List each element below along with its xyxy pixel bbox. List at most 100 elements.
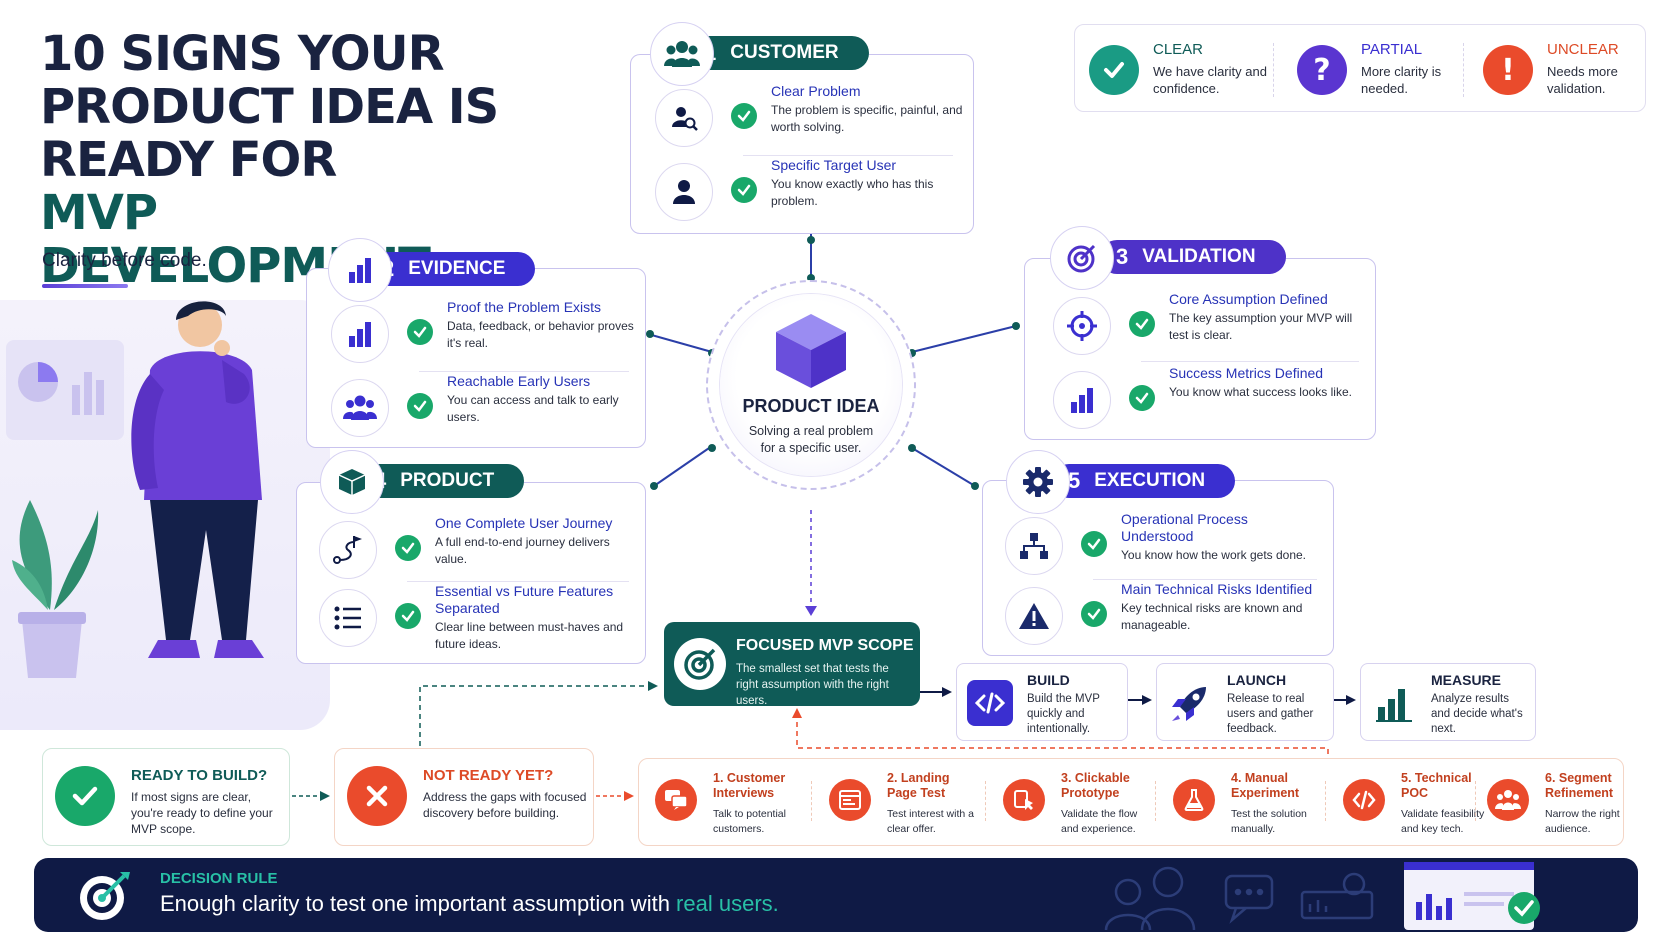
discovery-desc: Validate feasibility and key tech. [1401, 808, 1485, 835]
step-desc: Release to real users and gather feedbac… [1227, 693, 1314, 735]
decision-rule-text: Enough clarity to test one important ass… [160, 891, 779, 916]
item-desc: Clear line between must-haves and future… [435, 620, 624, 651]
bar-chart-icon [331, 305, 389, 363]
check-icon [731, 177, 757, 203]
decision-rule-banner: DECISION RULE Enough clarity to test one… [34, 858, 1638, 932]
audience-icon [1487, 779, 1529, 821]
item-title: Proof the Problem Exists [447, 299, 602, 315]
customers-icon [650, 22, 714, 86]
step-build: BUILD Build the MVP quickly and intentio… [956, 663, 1128, 741]
target-icon [76, 868, 132, 924]
item-title: Main Technical Risks Identified [1121, 581, 1313, 597]
chat-icon [655, 779, 697, 821]
hub-subtitle: Solving a real problem for a specific us… [748, 424, 874, 455]
item-desc: The problem is specific, painful, and wo… [771, 103, 963, 134]
item-desc: You know exactly who has this problem. [771, 177, 934, 208]
discovery-desc: Narrow the right audience. [1545, 808, 1620, 835]
check-icon [407, 393, 433, 419]
item-title: Clear Problem [771, 83, 861, 99]
legend-partial-desc: More clarity is needed. [1361, 64, 1442, 96]
code-icon [967, 680, 1013, 726]
bar-chart-icon [1053, 371, 1111, 429]
discovery-desc: Test interest with a clear offer. [887, 808, 974, 835]
item-title: Reachable Early Users [447, 373, 591, 389]
prototype-icon [1003, 779, 1045, 821]
check-icon [1129, 385, 1155, 411]
decorative-icons [1104, 862, 1540, 930]
discovery-desc: Talk to potential customers. [713, 808, 786, 835]
discovery-item: 1. Customer Interviews Talk to potential… [647, 769, 807, 839]
product-idea-hub: PRODUCT IDEA Solving a real problem for … [706, 280, 916, 490]
legend-partial-label: PARTIAL [1361, 41, 1423, 58]
step-launch: LAUNCH Release to real users and gather … [1156, 663, 1334, 741]
close-icon [347, 766, 407, 826]
title-line-3: READY FOR [40, 132, 337, 188]
discovery-title: 1. Customer Interviews [713, 771, 786, 800]
check-icon [55, 766, 115, 826]
check-icon [395, 535, 421, 561]
subtitle-underline [42, 284, 128, 288]
process-flow-icon [1005, 517, 1063, 575]
bar-chart-icon [1371, 680, 1417, 726]
cube-icon [320, 450, 384, 514]
check-icon [731, 103, 757, 129]
item-desc: The key assumption your MVP will test is… [1169, 311, 1353, 342]
discovery-title: 4. Manual Experiment [1231, 771, 1300, 800]
focus-desc: The smallest set that tests the right as… [736, 663, 889, 707]
discovery-title: 3. Clickable Prototype [1061, 771, 1130, 800]
discovery-item: 4. Manual Experiment Test the solution m… [1165, 769, 1325, 839]
target-icon [674, 638, 726, 690]
question-icon: ? [1297, 45, 1347, 95]
discovery-title: 6. Segment Refinement [1545, 771, 1614, 800]
journey-flag-icon [319, 521, 377, 579]
cube-icon [776, 314, 846, 388]
title-line-1: 10 SIGNS YOUR [40, 26, 445, 82]
page-subtitle: Clarity before code. [42, 250, 207, 271]
discovery-item: 5. Technical POC Validate feasibility an… [1335, 769, 1495, 839]
ready-to-build: READY TO BUILD? If most signs are clear,… [42, 748, 290, 846]
title-line-2: PRODUCT IDEA IS [40, 79, 499, 135]
not-ready-yet: NOT READY YET? Address the gaps with foc… [334, 748, 594, 846]
step-title: MEASURE [1431, 672, 1502, 688]
page-title: 10 SIGNS YOUR PRODUCT IDEA IS READY FOR … [40, 28, 560, 293]
user-icon [655, 163, 713, 221]
discovery-desc: Test the solution manually. [1231, 808, 1307, 835]
discovery-title: 2. Landing Page Test [887, 771, 950, 800]
check-icon [1081, 531, 1107, 557]
discovery-item: 3. Clickable Prototype Validate the flow… [995, 769, 1155, 839]
flask-icon [1173, 779, 1215, 821]
focused-mvp-scope: FOCUSED MVP SCOPE The smallest set that … [664, 622, 920, 707]
code-icon [1343, 779, 1385, 821]
legend-unclear-label: UNCLEAR [1547, 41, 1619, 58]
focus-title: FOCUSED MVP SCOPE [736, 637, 914, 654]
not-ready-title: NOT READY YET? [423, 767, 554, 784]
list-icon [319, 589, 377, 647]
item-desc: You can access and talk to early users. [447, 393, 619, 424]
hub-title: PRODUCT IDEA [742, 396, 880, 416]
item-title: Specific Target User [771, 157, 897, 173]
step-measure: MEASURE Analyze results and decide what'… [1360, 663, 1536, 741]
decision-rule-label: DECISION RULE [160, 870, 278, 887]
magnifier-user-icon [655, 89, 713, 147]
check-icon [395, 603, 421, 629]
check-icon [1129, 311, 1155, 337]
step-title: BUILD [1027, 672, 1070, 688]
crosshair-icon [1053, 297, 1111, 355]
item-desc: You know how the work gets done. [1121, 548, 1307, 562]
item-title: Operational Process Understood [1121, 511, 1248, 544]
bar-chart-icon [328, 238, 392, 302]
exclamation-icon: ! [1483, 45, 1533, 95]
legend-clear-label: CLEAR [1153, 41, 1204, 58]
item-title: Essential vs Future Features Separated [435, 583, 614, 616]
